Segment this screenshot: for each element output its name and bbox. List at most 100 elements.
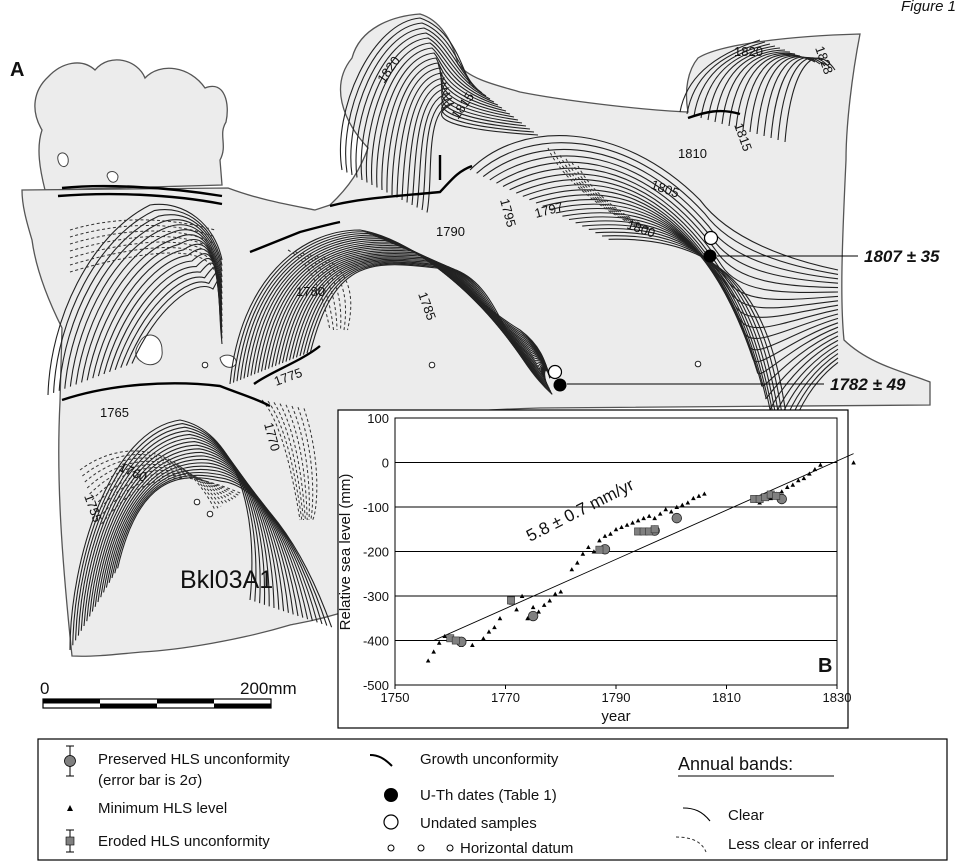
min-hls-point [630, 520, 635, 525]
y-tick-label: -100 [363, 500, 389, 515]
annual-band [58, 214, 223, 391]
growth-unconformity [61, 382, 271, 408]
annual-bands-inferred [69, 147, 650, 525]
annual-band [80, 433, 270, 631]
annual-band [281, 254, 551, 379]
eroded-hls-point [772, 491, 781, 500]
annual-band [426, 102, 539, 213]
min-hls-point [436, 640, 442, 645]
annual-band [416, 92, 531, 208]
legend-growth-icon [369, 754, 393, 767]
growth-unconformity [61, 184, 223, 198]
annual-band [386, 62, 507, 193]
growth-unconformity [329, 164, 473, 208]
band-year-label: 1795 [497, 197, 519, 229]
min-hls-point [663, 507, 669, 512]
band-year-label: 1770 [261, 421, 283, 453]
annual-band [291, 405, 310, 521]
min-hls-point [691, 495, 696, 501]
annual-band [784, 57, 836, 143]
min-hls-point [702, 491, 707, 496]
legend-datum-icon [446, 844, 454, 852]
annual-band [315, 255, 347, 331]
annual-band [301, 252, 338, 331]
annual-band [75, 426, 261, 641]
eroded-hls-point [595, 545, 604, 554]
growth-unconformity [253, 345, 321, 385]
annual-band [117, 477, 333, 628]
annual-band [588, 227, 839, 439]
x-axis-label: year [601, 708, 630, 725]
gridlines [395, 417, 837, 686]
annual-band [77, 430, 266, 636]
band-year-label: 1820 [734, 44, 763, 59]
panel-a-label: A [10, 59, 24, 81]
annual-band [86, 460, 225, 505]
annual-band [496, 161, 839, 289]
undated-sample-marker [547, 364, 563, 380]
legend-triangle-icon [67, 805, 73, 811]
annual-band [72, 423, 257, 646]
min-hls-point [514, 607, 519, 612]
min-hls-point [657, 511, 663, 516]
annual-band [777, 57, 831, 141]
annual-band [350, 27, 479, 176]
legend-less-clear-label: Less clear or inferred [728, 836, 869, 853]
min-hls-point [685, 500, 691, 505]
band-year-label: 1765 [100, 405, 129, 420]
annual-band [309, 264, 553, 395]
legend-inferred-band-icon [675, 836, 707, 853]
min-hls-point [586, 544, 591, 550]
annual-band [411, 87, 527, 206]
y-tick-label: -500 [363, 678, 389, 693]
annual-band [64, 219, 223, 389]
legend-preserved-icon [64, 745, 76, 777]
min-hls-point [525, 616, 530, 621]
band-year-label: 1810 [678, 146, 707, 161]
legend-undated-label: Undated samples [420, 815, 537, 832]
annual-band [69, 241, 216, 259]
uth-date-label: 1807 ± 35 [864, 247, 940, 266]
preserved-hls-point [671, 512, 682, 524]
uth-date-marker [553, 378, 567, 392]
annual-band [89, 464, 228, 504]
min-hls-point [779, 489, 785, 494]
y-tick-label: -200 [363, 545, 389, 560]
min-hls-point [674, 504, 680, 509]
annual-band [75, 229, 223, 385]
annual-band [770, 57, 826, 139]
annual-band [345, 22, 475, 173]
legend-clear-band-icon [682, 807, 711, 822]
annual-band [47, 203, 223, 396]
annual-band [96, 472, 237, 513]
annual-band [86, 441, 280, 622]
preserved-hls-point [527, 610, 539, 622]
annual-band [82, 454, 219, 509]
annual-band [396, 72, 515, 198]
legend-box [37, 738, 948, 861]
min-hls-point [558, 589, 564, 594]
legend-datum-label: Horizontal datum [460, 840, 573, 857]
annual-band [83, 437, 275, 627]
x-tick-label: 1810 [712, 690, 741, 705]
annual-band [285, 256, 551, 379]
chart-frame [337, 409, 849, 729]
annual-band [125, 271, 223, 366]
annual-band [267, 400, 303, 521]
min-hls-point [486, 629, 492, 634]
annual-bands-clear [47, 17, 839, 651]
annual-band [285, 404, 308, 521]
annual-band [98, 475, 240, 519]
min-hls-point [580, 551, 586, 556]
horizontal-datum-marker [201, 361, 209, 369]
min-hls-point [807, 471, 812, 476]
legend-minimum-label: Minimum HLS level [98, 800, 227, 817]
annual-band [547, 147, 641, 229]
annual-band [114, 474, 328, 626]
slab-void [57, 152, 69, 167]
growth-unconformity [57, 192, 223, 206]
scale-bar: 0 200mm [40, 679, 297, 709]
min-hls-point [613, 527, 619, 532]
undated-sample-marker [703, 230, 719, 246]
